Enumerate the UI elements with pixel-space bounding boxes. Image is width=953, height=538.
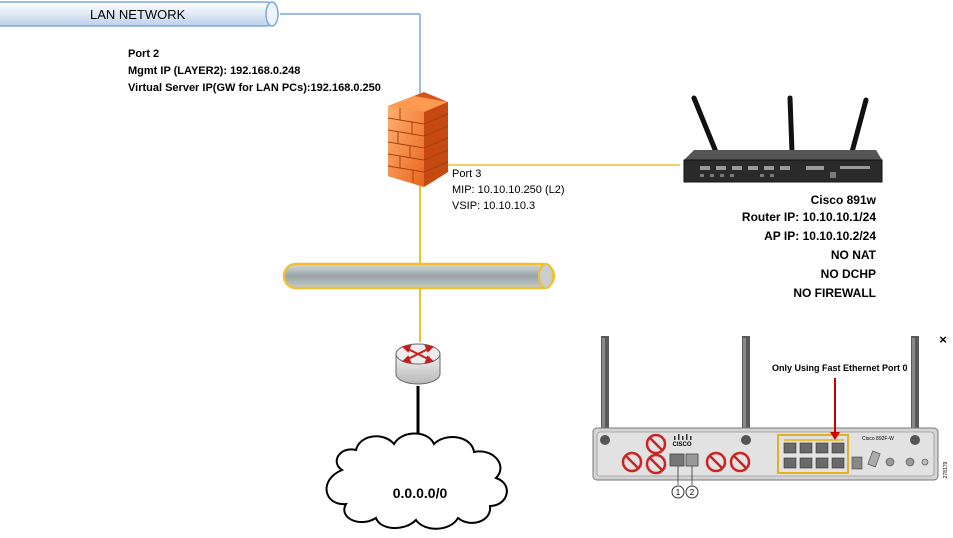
port2-title: Port 2 xyxy=(128,48,159,60)
port3-mip: MIP: 10.10.10.250 (L2) xyxy=(452,184,565,196)
callout-2: 2 xyxy=(690,488,695,497)
firewall-icon xyxy=(387,92,449,187)
model-label: Cisco 892F-W xyxy=(862,436,894,442)
serial-label: 278179 xyxy=(943,461,949,478)
brand-label: CISCO xyxy=(672,442,691,448)
port2-info: Port 2 Mgmt IP (LAYER2): 192.168.0.248 V… xyxy=(128,48,381,94)
cisco-no-firewall: NO FIREWALL xyxy=(793,286,876,300)
lan-network-label: LAN NETWORK xyxy=(90,7,186,22)
port2-mgmt-ip: Mgmt IP (LAYER2): 192.168.0.248 xyxy=(128,65,300,77)
prohibited-icon xyxy=(645,433,667,455)
fast-ethernet-port-block xyxy=(777,434,849,474)
close-icon[interactable]: × xyxy=(939,332,947,347)
internet-cloud-icon: 0.0.0.0/0 xyxy=(325,432,508,530)
port3-title: Port 3 xyxy=(452,168,481,180)
port3-info: Port 3 MIP: 10.10.10.250 (L2) VSIP: 10.1… xyxy=(452,168,565,212)
port3-vsip: VSIP: 10.10.10.3 xyxy=(452,200,535,212)
prohibited-icon xyxy=(645,453,667,475)
cisco-ap-ip: AP IP: 10.10.10.2/24 xyxy=(764,229,876,243)
prohibited-icon xyxy=(705,451,727,473)
cisco-rear-panel-photo: × CISCO xyxy=(592,332,949,499)
prohibited-icon xyxy=(621,451,643,473)
cisco-router-ip: Router IP: 10.10.10.1/24 xyxy=(742,210,876,224)
callout-1: 1 xyxy=(676,488,681,497)
cloud-label: 0.0.0.0/0 xyxy=(393,485,448,501)
port2-virtual-ip: Virtual Server IP(GW for LAN PCs):192.16… xyxy=(128,82,381,94)
network-bus xyxy=(282,262,556,290)
cisco-info: Cisco 891w Router IP: 10.10.10.1/24 AP I… xyxy=(742,193,877,300)
cisco-model: Cisco 891w xyxy=(811,193,877,207)
arrow-head xyxy=(830,432,840,440)
router-icon xyxy=(395,343,441,385)
cisco-no-nat: NO NAT xyxy=(831,248,877,262)
lan-network-bus: LAN NETWORK xyxy=(0,1,279,27)
cisco-891w-device xyxy=(683,95,883,183)
fast-ethernet-note: Only Using Fast Ethernet Port 0 xyxy=(772,363,908,373)
cisco-no-dhcp: NO DCHP xyxy=(821,267,876,281)
prohibited-icon xyxy=(729,451,751,473)
